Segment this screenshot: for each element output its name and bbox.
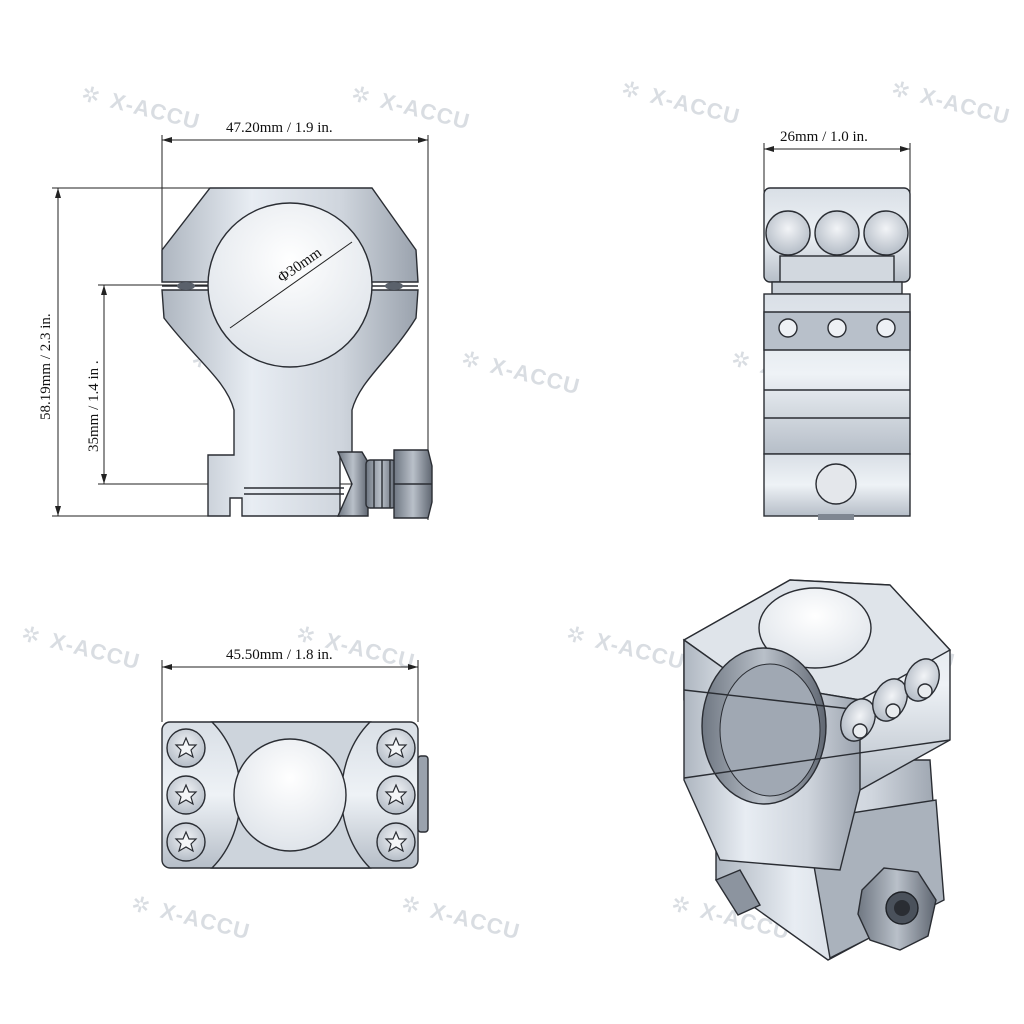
side-view: 26mm / 1.0 in. bbox=[763, 129, 911, 520]
svg-text:✲: ✲ bbox=[399, 892, 423, 921]
watermark: ✲X-ACCU bbox=[459, 347, 583, 400]
svg-text:✲: ✲ bbox=[129, 892, 153, 921]
torx-screw-icon bbox=[166, 775, 206, 815]
torx-screw-icon bbox=[376, 775, 416, 815]
svg-text:X-ACCU: X-ACCU bbox=[378, 88, 473, 134]
front-width-dimension: 47.20mm / 1.9 in. bbox=[161, 120, 429, 520]
svg-text:✲: ✲ bbox=[669, 892, 693, 921]
torx-screw-icon bbox=[917, 683, 933, 699]
watermark: ✲X-ACCU bbox=[564, 622, 688, 675]
torx-screw-icon bbox=[852, 723, 868, 739]
front-height-dimension: 58.19mm / 2.3 in. bbox=[38, 187, 250, 517]
svg-text:✲: ✲ bbox=[729, 347, 753, 376]
side-width-label: 26mm / 1.0 in. bbox=[780, 129, 868, 145]
svg-text:X-ACCU: X-ACCU bbox=[648, 83, 743, 129]
svg-text:✲: ✲ bbox=[564, 622, 588, 651]
torx-screw-icon bbox=[885, 703, 901, 719]
screw-gap-right bbox=[385, 282, 403, 290]
cross-bolt-head bbox=[815, 463, 857, 505]
top-length-dimension: 45.50mm / 1.8 in. bbox=[161, 647, 419, 722]
svg-text:✲: ✲ bbox=[349, 82, 373, 111]
front-width-label: 47.20mm / 1.9 in. bbox=[226, 120, 333, 136]
cap-screw-holes bbox=[765, 210, 909, 256]
front-height-label: 58.19mm / 2.3 in. bbox=[38, 313, 54, 420]
scope-bore bbox=[207, 202, 373, 368]
torx-screw-icon bbox=[166, 822, 206, 862]
svg-text:✲: ✲ bbox=[79, 82, 103, 111]
top-length-label: 45.50mm / 1.8 in. bbox=[226, 647, 333, 663]
svg-text:X-ACCU: X-ACCU bbox=[158, 898, 253, 944]
watermark: ✲X-ACCU bbox=[19, 622, 143, 675]
watermark: ✲X-ACCU bbox=[619, 77, 743, 130]
watermark: ✲X-ACCU bbox=[399, 892, 523, 945]
isometric-view bbox=[682, 579, 952, 961]
body-screw-holes bbox=[778, 318, 896, 338]
iso-cap-recess bbox=[758, 587, 872, 669]
svg-text:✲: ✲ bbox=[19, 622, 43, 651]
torx-screw-icon bbox=[166, 728, 206, 768]
torx-screw-icon bbox=[376, 822, 416, 862]
clamp-jaw bbox=[336, 451, 369, 517]
svg-text:✲: ✲ bbox=[294, 622, 318, 651]
svg-text:X-ACCU: X-ACCU bbox=[108, 88, 203, 134]
watermark: ✲X-ACCU bbox=[79, 82, 203, 135]
iso-cap-screws bbox=[840, 658, 940, 742]
ring-body bbox=[161, 289, 419, 517]
svg-text:X-ACCU: X-ACCU bbox=[428, 898, 523, 944]
top-cap-recess bbox=[233, 738, 347, 852]
svg-text:✲: ✲ bbox=[619, 77, 643, 106]
clamp-bolt bbox=[365, 459, 397, 509]
watermark: ✲X-ACCU bbox=[129, 892, 253, 945]
screw-gap-left bbox=[177, 282, 195, 290]
svg-text:X-ACCU: X-ACCU bbox=[593, 628, 688, 674]
svg-text:X-ACCU: X-ACCU bbox=[48, 628, 143, 674]
top-view: 45.50mm / 1.8 in. bbox=[161, 647, 429, 869]
watermark: ✲X-ACCU bbox=[349, 82, 473, 135]
torx-screw-icon bbox=[376, 728, 416, 768]
svg-text:X-ACCU: X-ACCU bbox=[918, 83, 1013, 129]
svg-text:✲: ✲ bbox=[459, 347, 483, 376]
front-view: 47.20mm / 1.9 in. 58.19mm / 2.3 in. 35mm… bbox=[38, 120, 433, 520]
side-width-dimension: 26mm / 1.0 in. bbox=[763, 129, 911, 195]
svg-text:X-ACCU: X-ACCU bbox=[488, 353, 583, 399]
front-center-height-label: 35mm / 1.4 in . bbox=[86, 360, 102, 452]
svg-text:✲: ✲ bbox=[889, 77, 913, 106]
torx-screws bbox=[166, 728, 416, 862]
watermark: ✲X-ACCU bbox=[889, 77, 1013, 130]
